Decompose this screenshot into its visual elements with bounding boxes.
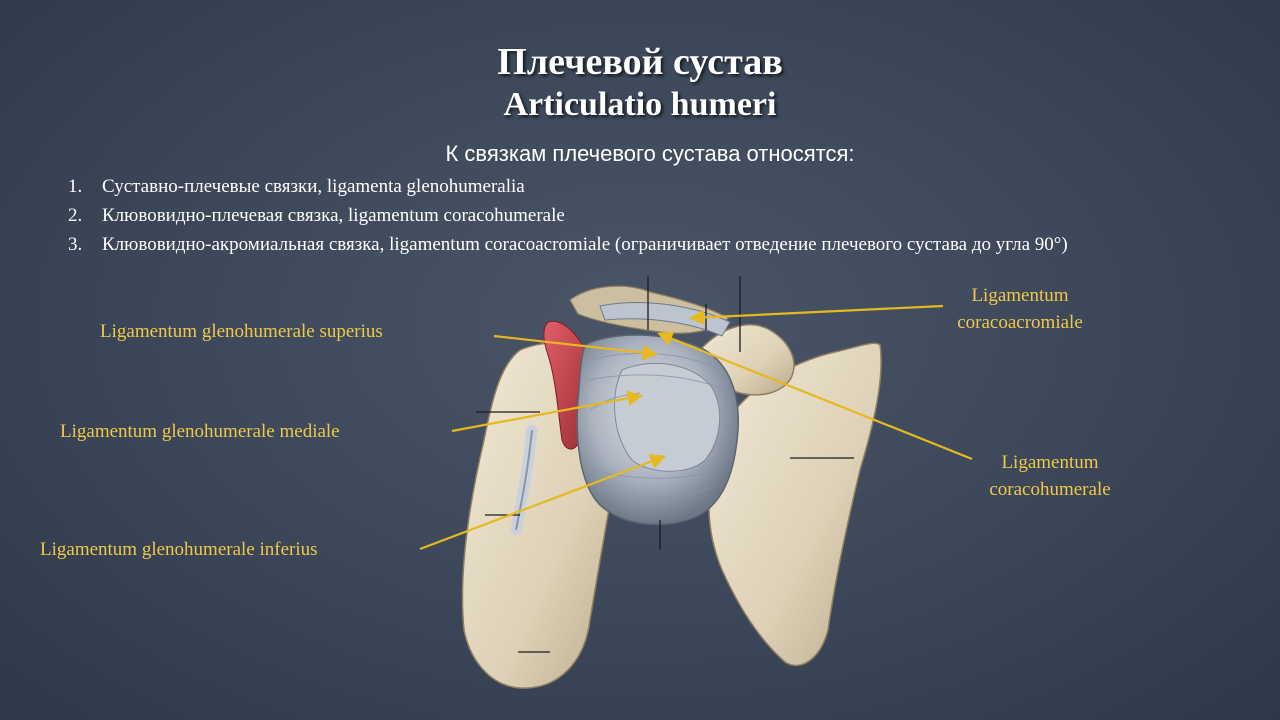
label-coracohumerale: Ligamentum coracohumerale <box>950 449 1150 503</box>
figure-pointer-lines <box>476 276 854 653</box>
label-glenohumerale-superius: Ligamentum glenohumerale superius <box>100 321 383 342</box>
label-coracohumerale-line-1: Ligamentum <box>1001 452 1099 473</box>
label-coracoacromiale: Ligamentum coracoacromiale <box>920 282 1120 336</box>
label-coracoacromiale-line-2: coracoacromiale <box>957 312 1083 333</box>
list-number: 1. <box>68 176 83 197</box>
ligament-fibres <box>587 352 726 498</box>
ligament-list: 1. Суставно-плечевые связки, ligamenta gl… <box>62 172 1222 259</box>
list-number: 3. <box>68 234 83 255</box>
label-glenohumerale-inferius: Ligamentum glenohumerale inferius <box>40 539 318 560</box>
leader-superius <box>493 334 659 361</box>
label-glenohumerale-mediale: Ligamentum glenohumerale mediale <box>60 421 340 442</box>
scapula-shape <box>708 342 882 667</box>
ligament-list-item: 1. Суставно-плечевые связки, ligamenta gl… <box>62 172 1222 201</box>
label-coracohumerale-line-2: coracohumerale <box>989 479 1111 500</box>
leader-inferius <box>419 454 666 551</box>
leader-coracohumerale <box>657 331 973 461</box>
list-text: Суставно-плечевые связки, ligamenta glen… <box>102 176 525 197</box>
leader-coracoacromiale <box>688 304 944 326</box>
glenoid-cavity <box>614 362 721 472</box>
list-text: Клювовидно-акромиальная связка, ligament… <box>102 234 1068 255</box>
ligament-list-item: 2. Клювовидно-плечевая связка, ligamentum… <box>62 201 1222 230</box>
intro-text: К связкам плечевого сустава относятся: <box>445 141 855 166</box>
list-text: Клювовидно-плечевая связка, ligamentum c… <box>102 205 565 226</box>
leader-lines <box>419 304 973 551</box>
leader-mediale <box>451 390 644 433</box>
list-number: 2. <box>68 205 83 226</box>
ligament-list-item: 3. Клювовидно-акромиальная связка, ligame… <box>62 230 1222 259</box>
slide-title-russian: Плечевой сустав <box>497 41 783 83</box>
slide-title-latin: Articulatio humeri <box>503 86 777 123</box>
label-coracoacromiale-line-1: Ligamentum <box>971 285 1069 306</box>
